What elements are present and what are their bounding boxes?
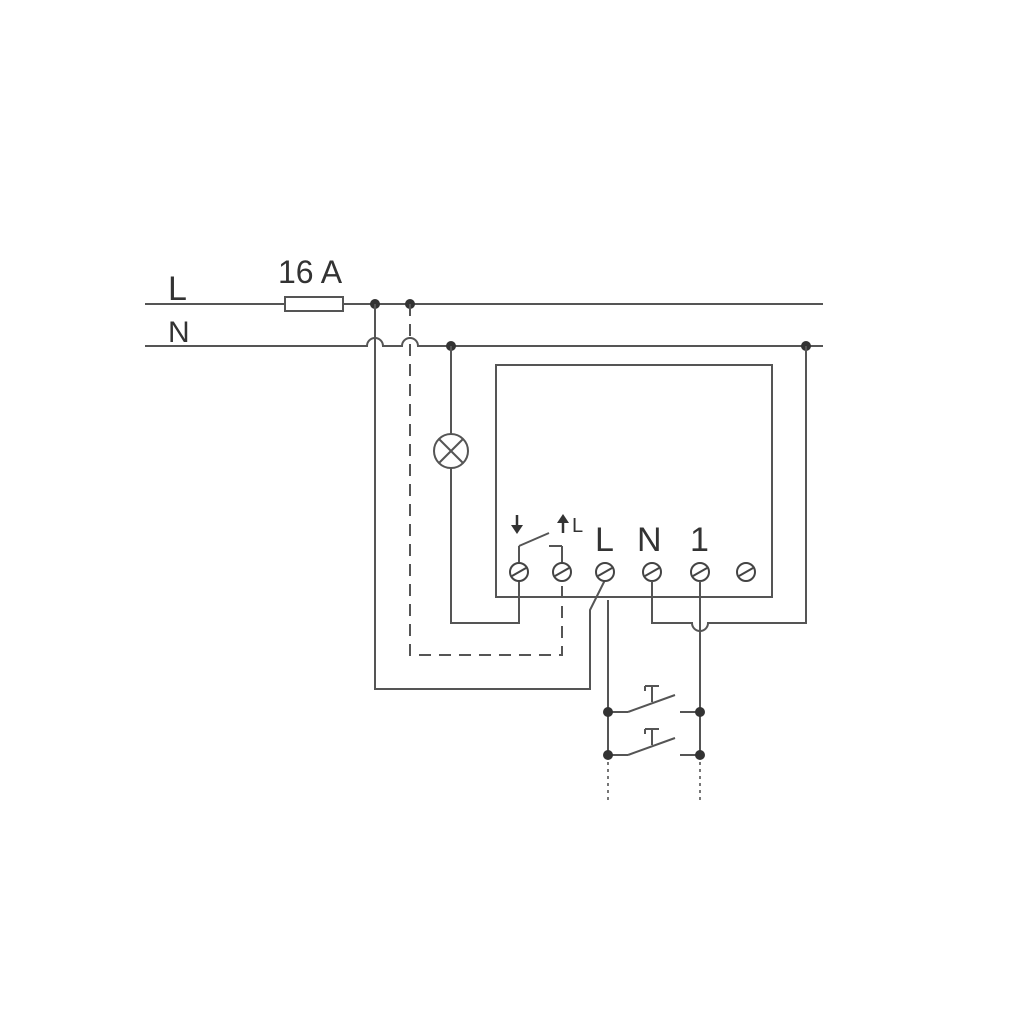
line-feed-wire [374,304,606,690]
neutral-rail [145,337,823,347]
lamp-wire [450,346,520,624]
line-label: L [168,270,187,308]
device-housing [495,364,773,598]
terminal-label-1: 1 [690,521,709,559]
screw-terminal [552,562,572,582]
pushbutton-symbol [608,728,700,756]
arrow-up-label: L [572,515,583,537]
arrow-up-icon [557,514,569,533]
junction-dot [695,707,705,717]
junction-dot [603,750,613,760]
screw-terminal [595,562,615,582]
junction-dot [603,707,613,717]
terminal-label-l: L [595,521,614,559]
terminal-label-n: N [637,521,662,559]
screw-terminal [736,562,756,582]
neutral-label: N [168,316,190,349]
lamp-icon [433,433,469,469]
dashed-feed-wire [409,304,563,656]
screw-terminal [690,562,710,582]
screw-terminal [509,562,529,582]
screw-terminal [642,562,662,582]
arrow-down-icon [511,515,523,534]
neutral-return-wire [651,346,807,632]
pushbutton-symbol [608,685,700,713]
fuse-symbol [284,296,344,312]
relay-contact-symbol [518,532,563,563]
fuse-label: 16 A [278,254,343,290]
junction-dot [695,750,705,760]
